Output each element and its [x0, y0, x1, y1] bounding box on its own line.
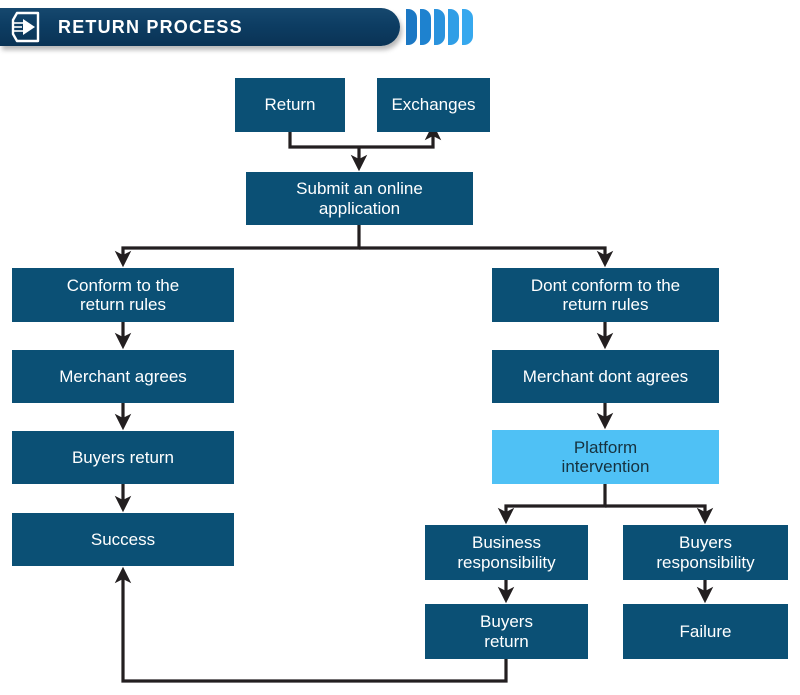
- flow-node-conform[interactable]: Conform to the return rules: [12, 268, 234, 322]
- connector-submit-split: [359, 246, 614, 268]
- flow-node-success[interactable]: Success: [12, 513, 234, 566]
- header-banner: RETURN PROCESS: [0, 8, 400, 46]
- flow-node-buyers-return-r[interactable]: Buyers return: [425, 604, 588, 659]
- flow-node-dont-conform[interactable]: Dont conform to the return rules: [492, 268, 719, 322]
- flow-node-merchant-agrees[interactable]: Merchant agrees: [12, 350, 234, 403]
- flow-node-exchanges[interactable]: Exchanges: [377, 78, 490, 132]
- flow-node-submit[interactable]: Submit an online application: [246, 172, 473, 225]
- decor-bar-4: [448, 9, 459, 45]
- decor-bar-3: [434, 9, 445, 45]
- connector-platform-split: [605, 504, 714, 525]
- connector-return-exchanges-to-submit: [288, 123, 442, 149]
- decor-bar-5: [462, 9, 473, 45]
- flow-node-merchant-dont[interactable]: Merchant dont agrees: [492, 350, 719, 403]
- decor-bar-1: [406, 9, 417, 45]
- page-title: RETURN PROCESS: [58, 16, 243, 37]
- connector-platform-split: [497, 484, 607, 525]
- flow-node-buyers-resp[interactable]: Buyers responsibility: [623, 525, 788, 580]
- flow-node-business-resp[interactable]: Business responsibility: [425, 525, 588, 580]
- flow-node-buyers-return-l[interactable]: Buyers return: [12, 431, 234, 484]
- flow-node-failure[interactable]: Failure: [623, 604, 788, 659]
- decor-bar-2: [420, 9, 431, 45]
- flow-node-return[interactable]: Return: [235, 78, 345, 132]
- play-arrow-icon: [11, 11, 40, 43]
- connector-submit-split: [114, 225, 361, 268]
- flow-node-platform[interactable]: Platform intervention: [492, 430, 719, 484]
- header-decor-bars: [406, 9, 473, 45]
